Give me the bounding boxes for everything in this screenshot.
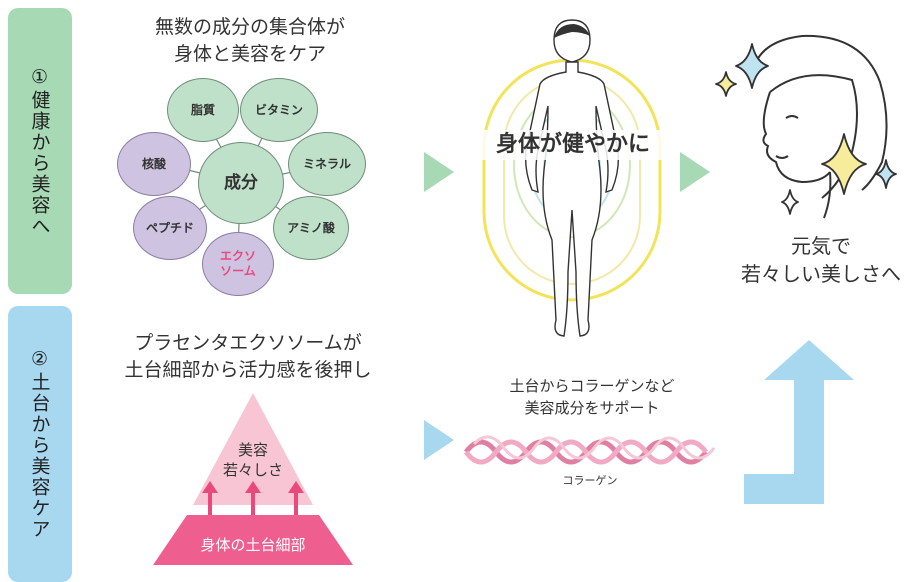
component-lipid: 脂質	[167, 78, 239, 142]
result-line1: 元気で	[791, 234, 851, 258]
component-amino-acid: アミノ酸	[273, 196, 349, 260]
collagen-heading: 土台からコラーゲンなど 美容成分をサポート	[468, 375, 716, 419]
component-center: 成分	[198, 142, 284, 224]
component-exosome: エクソ ソーム	[202, 232, 274, 296]
arrow-up-icon	[744, 340, 854, 504]
pyramid-heading-line2: 土台細部から活力感を後押し	[124, 359, 372, 381]
body-caption: 身体が健やかに	[470, 130, 676, 160]
components-heading-line1: 無数の成分の集合体が	[154, 16, 345, 38]
pyramid-heading: プラセンタエクソソームが 土台細部から活力感を後押し	[98, 330, 398, 384]
arrow-right-icon	[424, 152, 454, 192]
section-label-health-text: ①健康から美容へ	[28, 65, 51, 237]
section-label-health: ①健康から美容へ	[8, 8, 72, 294]
pyramid-top-label: 美容 若々しさ	[203, 440, 303, 480]
body-figure-illustration	[482, 19, 662, 337]
section-label-foundation: ②土台から美容ケア	[8, 306, 72, 582]
components-heading-line2: 身体と美容をケア	[173, 43, 326, 65]
component-peptide: ペプチド	[133, 196, 207, 260]
components-heading: 無数の成分の集合体が 身体と美容をケア	[110, 14, 390, 68]
pyramid-base-label: 身体の土台細部	[200, 536, 306, 554]
component-vitamin: ビタミン	[240, 78, 318, 142]
component-mineral: ミネラル	[288, 132, 366, 196]
collagen-label: コラーゲン	[562, 474, 618, 487]
woman-face-illustration	[715, 34, 897, 219]
pyramid-top-line1: 美容	[237, 441, 268, 459]
arrow-right-icon	[680, 152, 710, 192]
result-line2: 若々しい美しさへ	[741, 262, 901, 286]
result-text: 元気で 若々しい美しさへ	[730, 232, 912, 288]
collagen-heading-line2: 美容成分をサポート	[524, 399, 660, 417]
pyramid-diagram	[153, 393, 353, 565]
pyramid-heading-line1: プラセンタエクソソームが	[134, 332, 362, 354]
arrow-right-icon	[424, 420, 454, 460]
collagen-helix-illustration	[464, 435, 716, 465]
pyramid-top-line2: 若々しさ	[222, 461, 283, 479]
section-label-foundation-text: ②土台から美容ケア	[28, 348, 51, 540]
collagen-heading-line1: 土台からコラーゲンなど	[509, 377, 675, 395]
sparkle-icon	[715, 43, 897, 215]
component-nucleic-acid: 核酸	[117, 132, 191, 196]
